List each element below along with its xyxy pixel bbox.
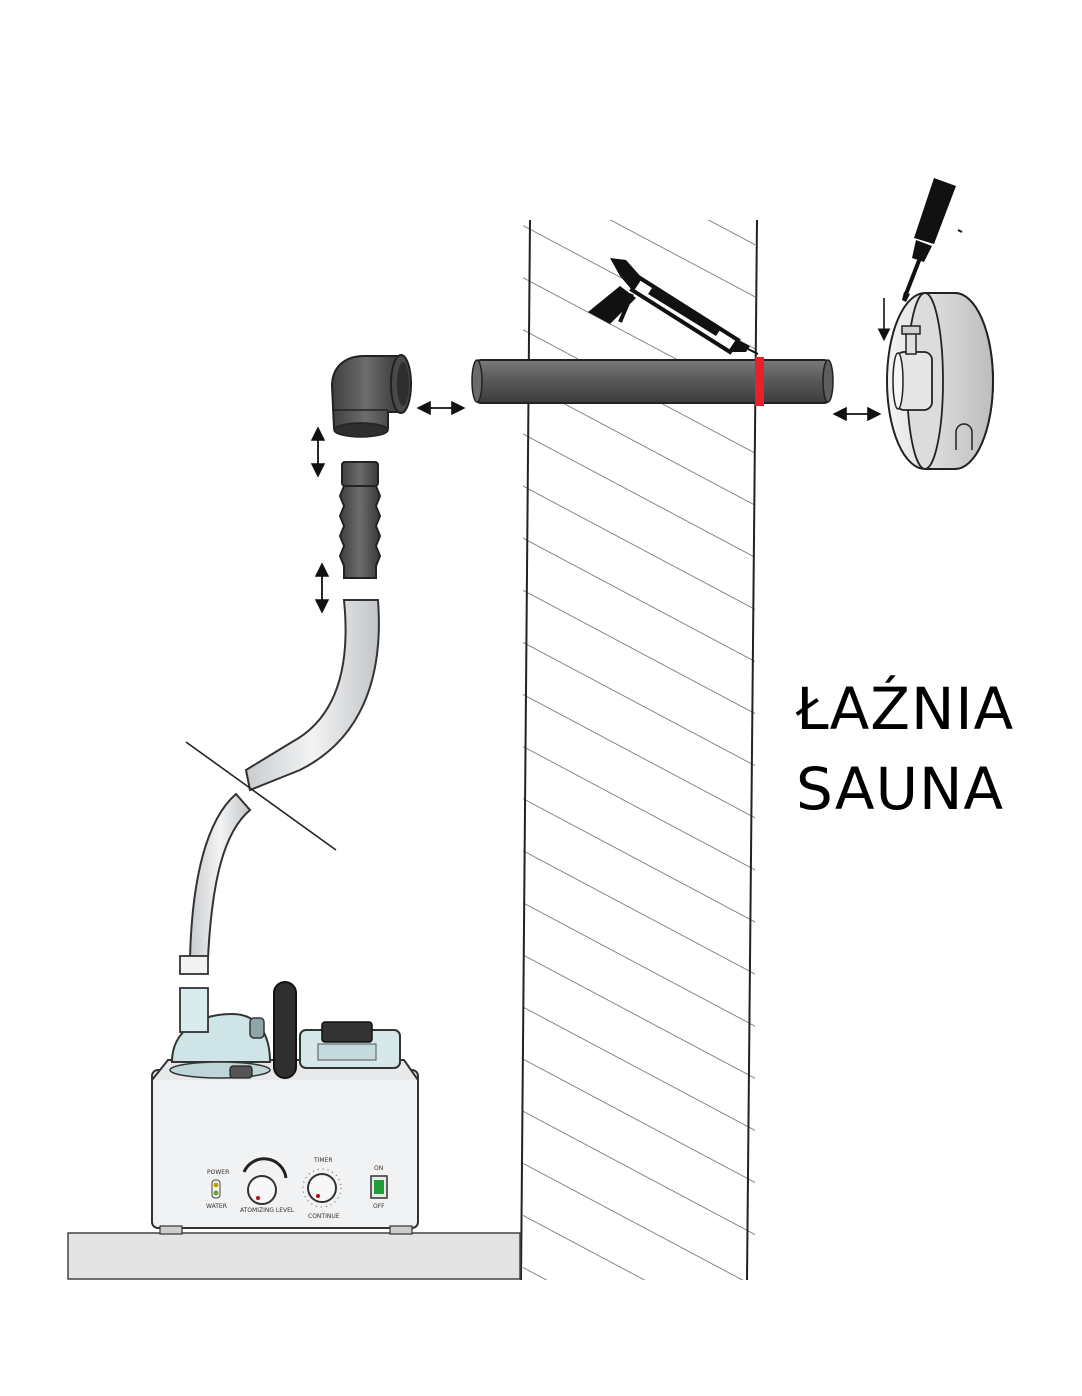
silicone-seal (755, 357, 764, 406)
atomizing-level-knob[interactable] (247, 1175, 277, 1205)
off-label: OFF (373, 1203, 385, 1210)
hose-adapter (338, 461, 382, 579)
timer-knob[interactable] (307, 1173, 337, 1203)
continue-label: CONTINUE (308, 1213, 340, 1220)
steam-hose (179, 599, 380, 975)
room-label-polish: ŁAŹNIA (796, 675, 1015, 743)
steam-generator: POWER WATER ATOMIZING LEVEL TIMER CONTIN… (151, 981, 419, 1235)
timer-label: TIMER (313, 1157, 333, 1164)
elbow-fitting (330, 354, 412, 438)
room-label-english: SAUNA (796, 755, 1005, 823)
caulking-gun-icon (588, 258, 759, 355)
steam-outlet-nozzle (877, 292, 994, 470)
table (67, 1232, 521, 1280)
on-label: ON (374, 1165, 383, 1172)
power-label: POWER (207, 1169, 229, 1176)
atomizing-level-label: ATOMIZING LEVEL (240, 1207, 295, 1214)
assembly-arrows (310, 400, 882, 614)
screwdriver-icon (902, 178, 963, 302)
water-label: WATER (206, 1203, 227, 1210)
wall-pipe (471, 357, 834, 406)
